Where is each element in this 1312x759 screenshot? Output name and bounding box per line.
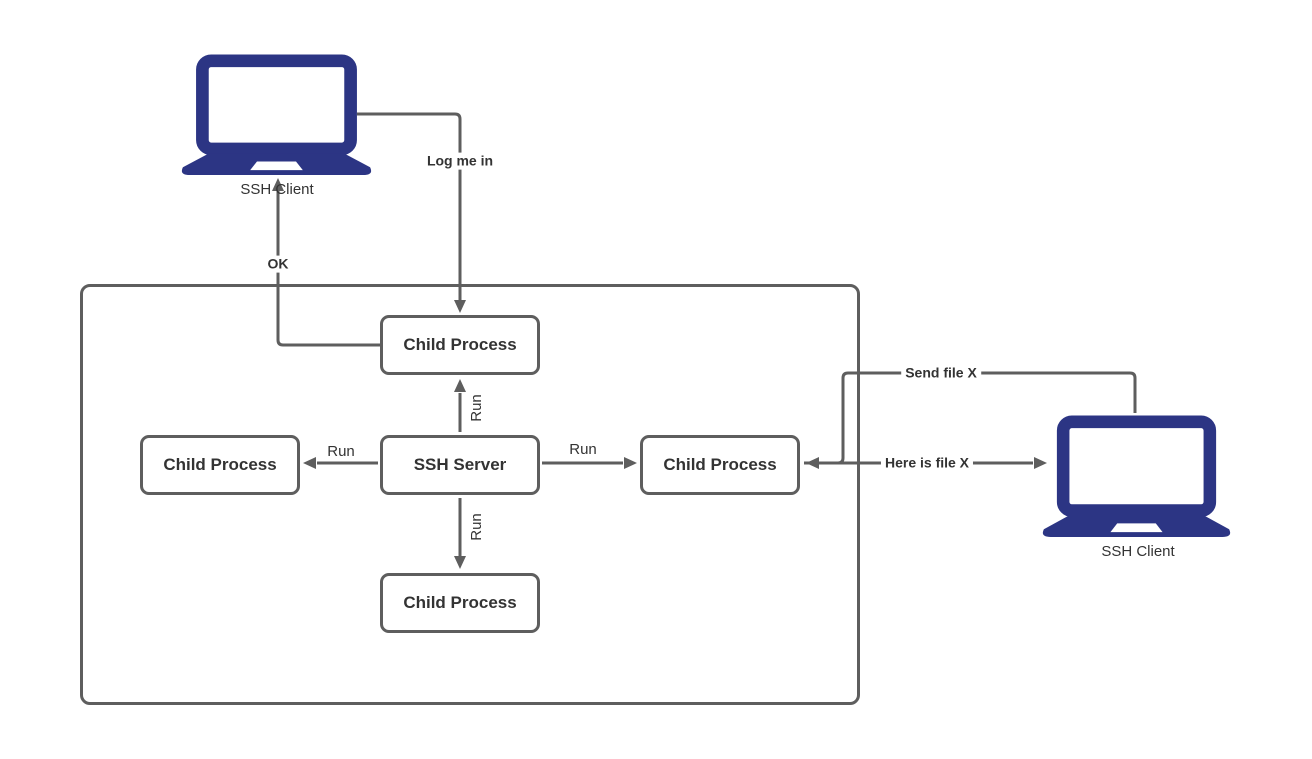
child-process-right-node: Child Process xyxy=(640,435,800,495)
ssh-client-right-laptop-icon xyxy=(1040,415,1233,537)
log-me-in-edge-label: Log me in xyxy=(422,152,498,170)
ssh-client-right-label: SSH Client xyxy=(1101,543,1175,560)
child-process-left-node: Child Process xyxy=(140,435,300,495)
ok-edge-label: OK xyxy=(263,255,293,273)
child-process-bottom-node: Child Process xyxy=(380,573,540,633)
ssh-server-node: SSH Server xyxy=(380,435,540,495)
child-process-top-node: Child Process xyxy=(380,315,540,375)
here-is-file-edge-label: Here is file X xyxy=(880,454,974,472)
run-right-edge-label: Run xyxy=(565,441,601,459)
ssh-client-left-label: SSH Client xyxy=(240,181,314,198)
send-file-edge-label: Send file X xyxy=(901,364,981,382)
server-boundary-box xyxy=(80,284,860,705)
run-top-edge-label: Run xyxy=(468,394,485,422)
run-bottom-edge-label: Run xyxy=(468,513,485,541)
ssh-client-left-laptop-icon xyxy=(179,54,374,175)
run-left-edge-label: Run xyxy=(323,443,359,461)
